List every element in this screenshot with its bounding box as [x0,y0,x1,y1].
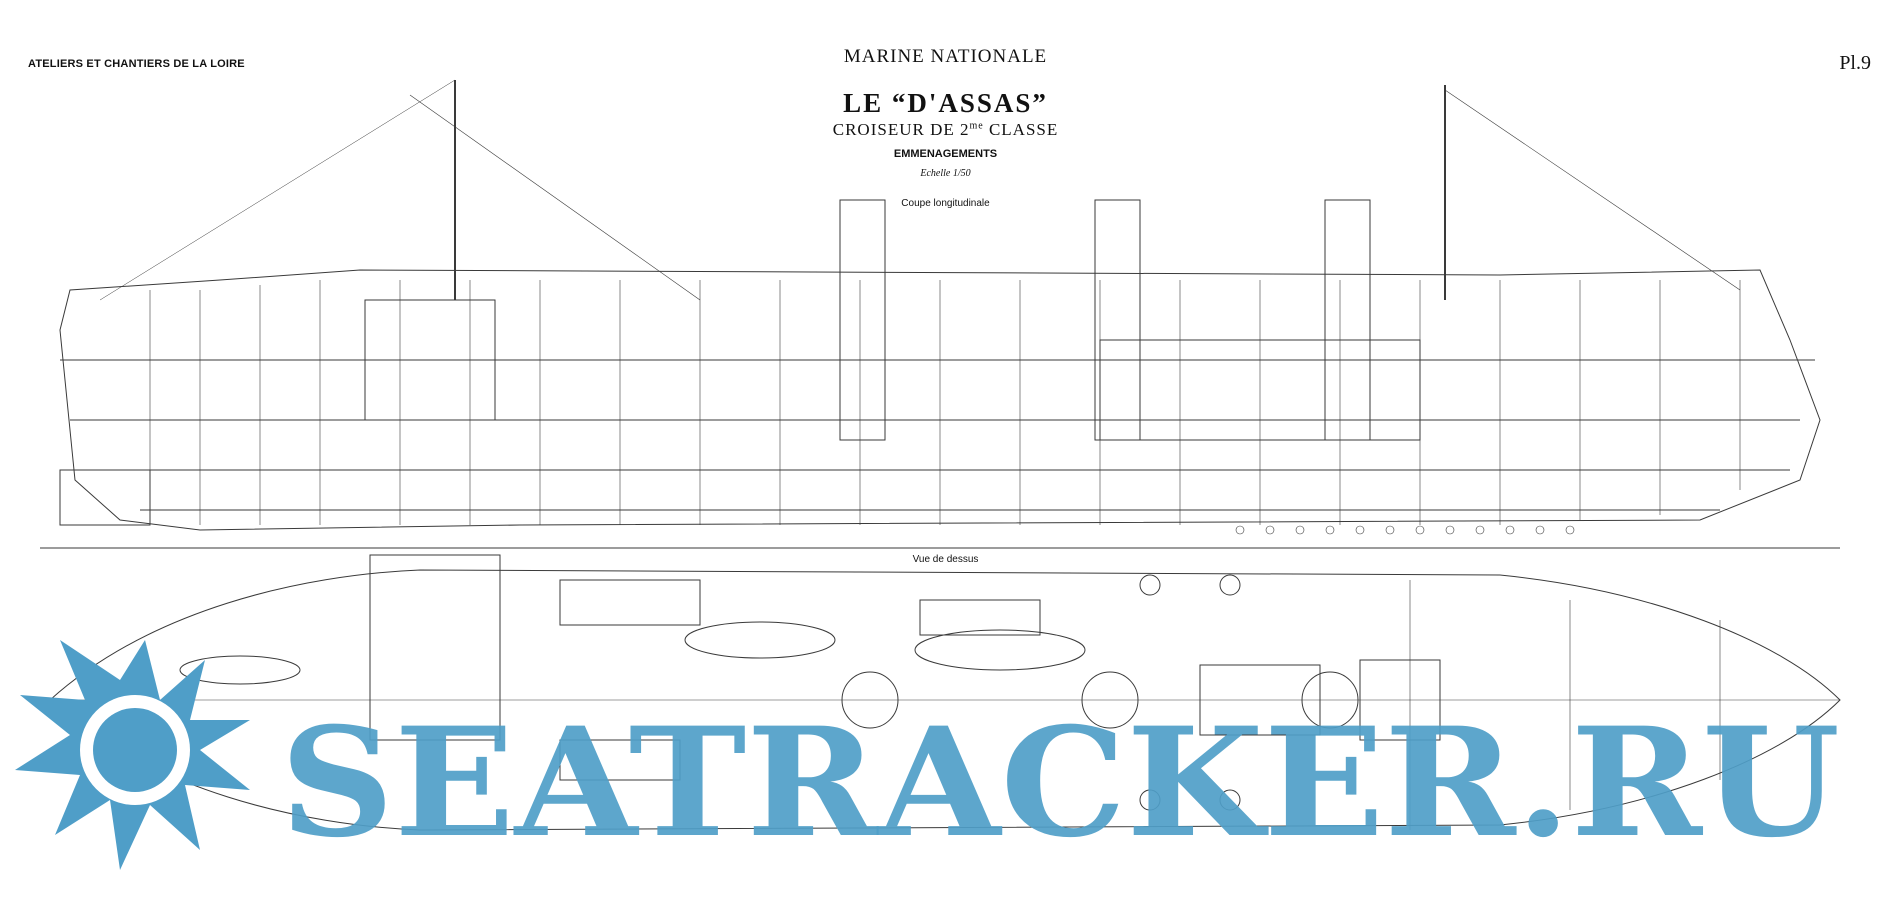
class-superscript: me [969,120,984,132]
navy-title: MARINE NATIONALE [843,46,1048,67]
watermark-text: SEATRACKER.RU [280,695,1840,871]
builder-name: ATELIERS ET CHANTIERS DE LA LOIRE [28,58,245,70]
class-text: CROISEUR DE 2 [832,120,970,139]
plate-number: Pl.9 [1839,52,1871,74]
plan-view [49,554,1841,831]
ship-name: LE “D'ASSAS” [843,88,1048,118]
drawing-subject: EMMENAGEMENTS [893,148,998,160]
ship-class: CROISEUR DE 2me CLASSE [0,120,1891,140]
longitudinal-section [40,79,1840,549]
class-suffix: CLASSE [983,120,1059,139]
plan-view-label: Vue de dessus [912,554,979,565]
longitudinal-view-label: Coupe longitudinale [901,198,990,209]
drawing-scale: Echelle 1/50 [920,168,971,179]
watermark-sunburst-icon [15,640,250,870]
